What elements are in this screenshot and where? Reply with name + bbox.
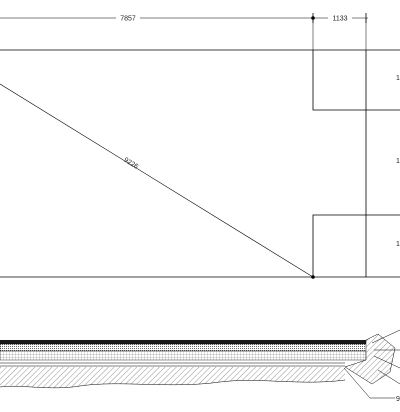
- diagonal-dimension: 9226: [122, 157, 139, 171]
- edge-mark: 1: [396, 75, 400, 82]
- upper-notch: [312, 50, 400, 111]
- text-mask: [328, 13, 352, 23]
- edge-mark: 1: [396, 241, 400, 248]
- soil-hatch: [0, 367, 345, 388]
- leader-line: [343, 367, 395, 399]
- section-view: [0, 329, 400, 399]
- section-grid-layer: [0, 350, 367, 361]
- lower-notch: [312, 214, 400, 277]
- section-dotted-layer: [0, 343, 369, 352]
- soil-profile-line: [0, 379, 346, 389]
- callout-label: 9: [396, 396, 400, 403]
- right-span-dimension: 1133: [332, 16, 347, 23]
- text-mask: [116, 13, 140, 23]
- leader-line: [377, 369, 400, 385]
- edge-mark: 1: [396, 158, 400, 165]
- top-span-dimension: 7857: [120, 16, 136, 23]
- section-top-layer: [0, 340, 368, 344]
- section-edge-hatch: [344, 333, 396, 385]
- diagonal-dimension-line: [0, 83, 314, 278]
- dimension-node: [311, 275, 315, 279]
- leader-line: [371, 329, 400, 344]
- plan-view: [0, 13, 400, 279]
- leader-line: [373, 355, 400, 369]
